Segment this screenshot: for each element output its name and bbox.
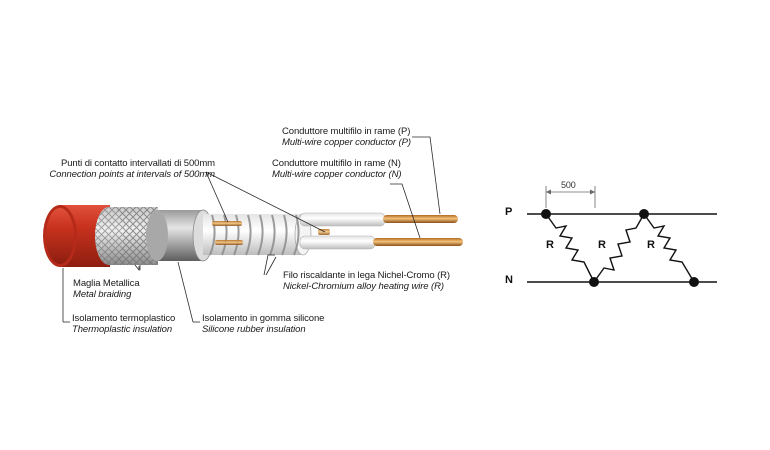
resistor-2	[593, 213, 645, 283]
conductor-p-label-en: Multi-wire copper conductor (P)	[282, 137, 411, 148]
contact-points-label-it: Punti di contatto intervallati di 500mm	[61, 158, 215, 169]
conductor-n-label-it: Conduttore multifilo in rame (N)	[272, 158, 401, 169]
silicone-layer	[203, 213, 312, 256]
resistor-label-2: R	[598, 239, 606, 251]
node-p-1	[541, 209, 551, 219]
conductor-n-label: Conduttore multifilo in rame (N) Multi-w…	[272, 158, 402, 180]
metal-braiding-label-en: Metal braiding	[73, 289, 132, 300]
dimension-label: 500	[561, 180, 576, 190]
conductor-p-label-it: Conduttore multifilo in rame (P)	[282, 126, 411, 137]
metal-braiding-label: Maglia Metallica Metal braiding	[73, 278, 140, 300]
leader-lines	[62, 136, 441, 323]
contact-points-label-en: Connection points at intervals of 500mm	[49, 169, 215, 180]
conductor-insulation	[299, 212, 386, 250]
copper-conductors	[212, 215, 463, 246]
resistor-3	[643, 213, 695, 283]
node-p-2	[639, 209, 649, 219]
p-label: P	[505, 206, 513, 218]
resistor-1	[545, 213, 595, 283]
thermoplastic-label: Isolamento termoplastico Thermoplastic i…	[72, 313, 175, 335]
node-n-1	[589, 277, 599, 287]
conductor-n-label-en: Multi-wire copper conductor (N)	[272, 169, 402, 180]
heating-wire-label-it: Filo riscaldante in lega Nichel-Cromo (R…	[283, 270, 450, 281]
conductor-p-label: Conduttore multifilo in rame (P) Multi-w…	[282, 126, 411, 148]
heating-wire-label-en: Nickel-Chromium alloy heating wire (R)	[283, 281, 444, 292]
heating-wire-label: Filo riscaldante in lega Nichel-Cromo (R…	[283, 270, 450, 292]
thermoplastic-label-en: Thermoplastic insulation	[72, 324, 173, 335]
resistor-label-1: R	[546, 239, 554, 251]
silicone-label-en: Silicone rubber insulation	[202, 324, 306, 335]
thermoplastic-label-it: Isolamento termoplastico	[72, 313, 176, 324]
contact-points-label: Punti di contatto intervallati di 500mm …	[40, 158, 215, 180]
node-n-2	[689, 277, 699, 287]
silicone-label-it: Isolamento in gomma silicone	[202, 313, 325, 324]
resistor-label-3: R	[647, 239, 655, 251]
silicone-label: Isolamento in gomma silicone Silicone ru…	[202, 313, 324, 335]
n-label: N	[505, 274, 513, 286]
metal-braiding-label-it: Maglia Metallica	[73, 278, 140, 289]
